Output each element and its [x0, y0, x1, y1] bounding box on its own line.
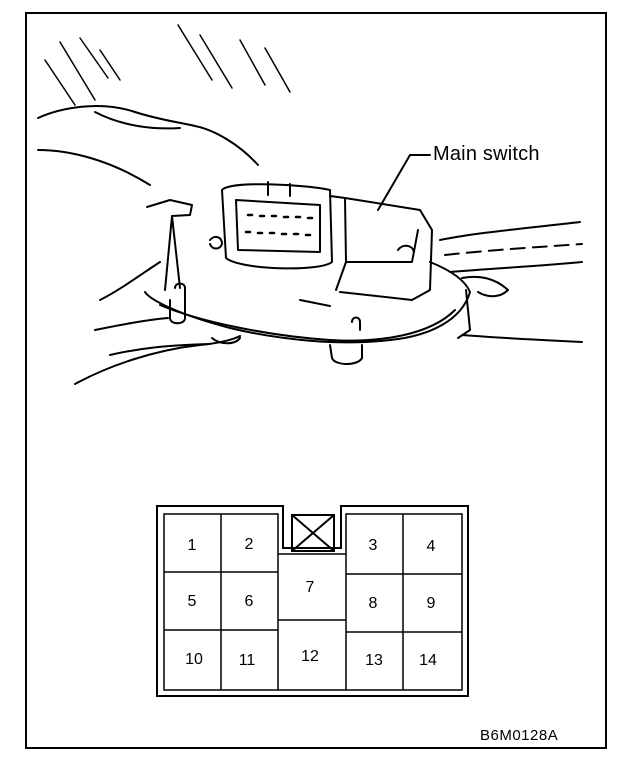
connector-pin-12-label: 12 — [301, 648, 319, 665]
connector-left-grid — [164, 514, 278, 690]
main-switch-callout-label: Main switch — [433, 143, 540, 165]
connector-pin-4-label: 4 — [427, 538, 436, 555]
connector-pin-6-label: 6 — [245, 593, 254, 610]
connector-pin-5-label: 5 — [188, 593, 197, 610]
connector-pin-3-label: 3 — [369, 537, 378, 554]
connector-pin-13-label: 13 — [365, 652, 383, 669]
figure-code: B6M0128A — [480, 727, 559, 744]
connector-pin-8-label: 8 — [369, 595, 378, 612]
connector-pin-7-label: 7 — [306, 579, 315, 596]
connector-middle-grid — [277, 554, 347, 690]
connector-right-grid — [346, 514, 462, 690]
connector-pin-11-label: 11 — [239, 652, 256, 669]
connector-pin-1-label: 1 — [188, 537, 197, 554]
connector-pin-10-label: 10 — [185, 651, 203, 668]
connector-outer-housing — [156, 505, 469, 697]
connector-lock-key-cross — [291, 514, 335, 552]
connector-pin-2-label: 2 — [245, 536, 254, 553]
connector-lock-key — [291, 514, 335, 552]
figure-frame — [25, 12, 607, 749]
connector-pin-14-label: 14 — [419, 652, 437, 669]
connector-pin-9-label: 9 — [427, 595, 436, 612]
connector-inner-outline — [163, 513, 463, 691]
